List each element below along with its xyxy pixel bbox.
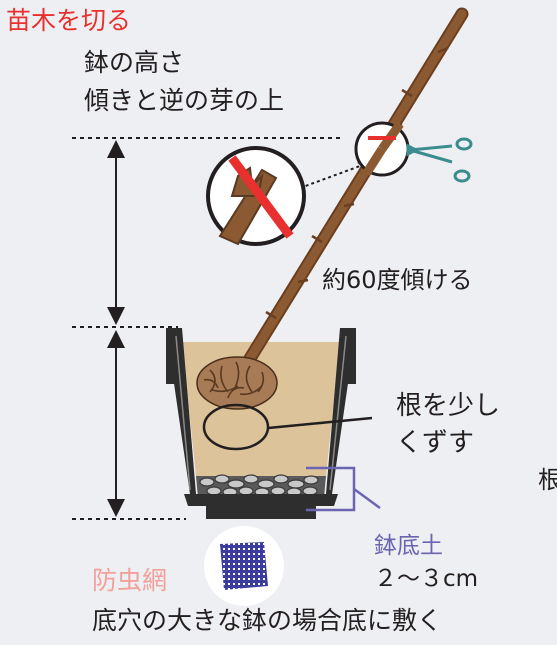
- net-label: 防虫網: [92, 566, 168, 595]
- root-label-line-1: 根を少し: [396, 391, 501, 421]
- height-arrow-lower: [107, 330, 125, 517]
- cut-off-label: 根: [538, 466, 557, 494]
- soil-label-name: 鉢底土: [374, 533, 443, 559]
- prohibited-cut-icon: [206, 146, 306, 246]
- seedling-stem: [231, 7, 469, 385]
- roots: [196, 356, 278, 410]
- cut-position-magnifier: [354, 121, 410, 177]
- instruction-line-2: 傾きと逆の芽の上: [84, 86, 285, 115]
- soil-depth-bracket: [306, 466, 381, 512]
- root-label-line-2: くずす: [396, 428, 475, 458]
- angle-label: 約60度傾ける: [322, 266, 473, 294]
- insect-net-icon: [204, 526, 284, 606]
- bottom-note: 底穴の大きな鉢の場合底に敷く: [92, 606, 443, 635]
- instruction-line-1: 鉢の高さ: [84, 48, 185, 77]
- scissors-icon: [406, 137, 473, 183]
- soil-label-depth: ２～３cm: [374, 566, 479, 592]
- title: 苗木を切る: [6, 6, 132, 35]
- height-arrow-upper: [107, 140, 125, 325]
